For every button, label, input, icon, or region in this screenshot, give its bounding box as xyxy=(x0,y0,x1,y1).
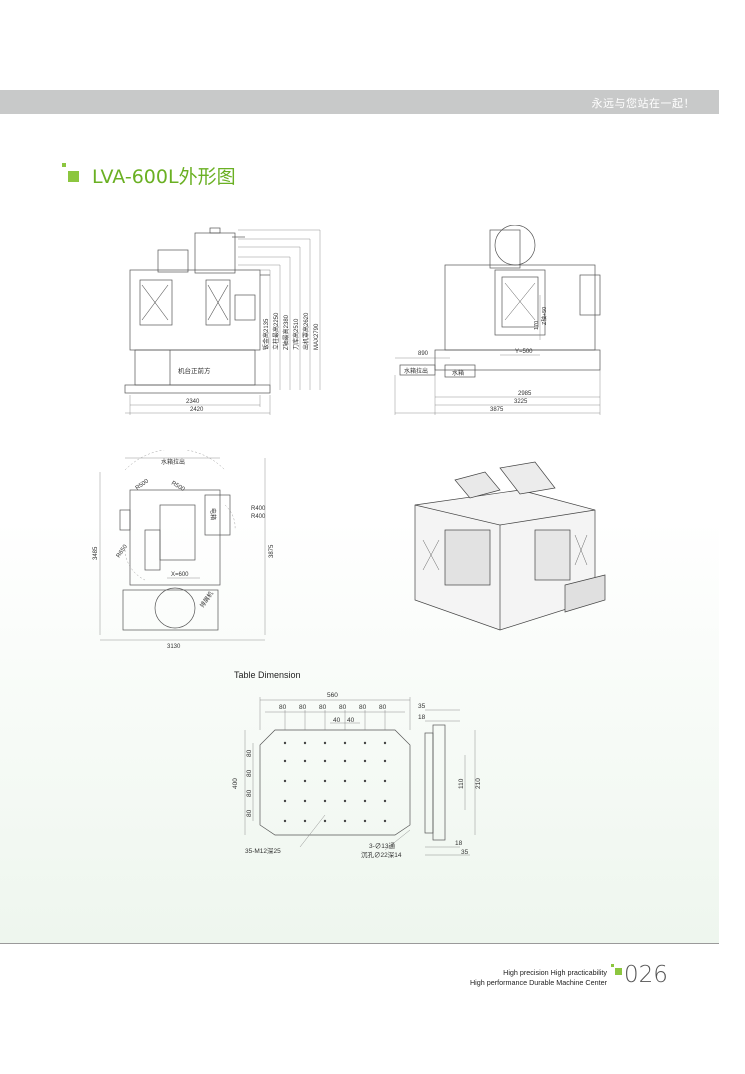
front-height-label-4: 刀库高2510 xyxy=(292,318,300,350)
side-y-label: Y=500 xyxy=(515,349,533,355)
table-spacing-3: 80 xyxy=(319,704,327,711)
table-spacing-6: 80 xyxy=(379,704,387,711)
table-v-spacing-2: 80 xyxy=(246,769,253,777)
top-view-drawing: 水箱拉出 R500 R500 R400 R400 R650 X=600 电箱 排… xyxy=(93,450,275,650)
side-dim-3875: 3875 xyxy=(490,407,504,413)
side-tank: 水箱 xyxy=(452,369,464,377)
top-tank-pull: 水箱拉出 xyxy=(161,458,185,466)
footer-line-2: High performance Durable Machine Center xyxy=(469,978,607,987)
table-side-18-top: 18 xyxy=(418,714,426,721)
front-label: 机台正前方 xyxy=(178,366,211,375)
top-r650: R650 xyxy=(116,543,130,559)
front-width-outer: 2420 xyxy=(190,407,204,413)
title-bullet-square-icon xyxy=(68,171,79,182)
table-side-35-bot: 35 xyxy=(461,849,469,856)
table-slot-label-2: 沉孔∅22深14 xyxy=(361,850,402,859)
front-height-label-3: Z轴最高2380 xyxy=(282,314,290,350)
table-side-210: 210 xyxy=(475,778,482,789)
page-title: LVA-600L外形图 xyxy=(92,166,236,188)
top-right-dim: 3875 xyxy=(269,544,275,558)
title-bullet-small-icon xyxy=(62,163,66,167)
top-bottom-dim: 3130 xyxy=(167,644,181,650)
top-r400b: R400 xyxy=(251,514,266,520)
table-v-spacing-1: 80 xyxy=(246,749,253,757)
side-dim-2985: 2985 xyxy=(518,391,532,397)
table-dimension-title: Table Dimension xyxy=(234,670,301,680)
footer-divider xyxy=(0,943,719,944)
table-height: 400 xyxy=(232,778,239,789)
table-small-40a: 40 xyxy=(333,717,341,724)
table-dimension-drawing: 560 80 80 80 80 80 80 40 40 400 80 80 80… xyxy=(232,692,482,859)
front-height-label-1: 钣金高2135 xyxy=(262,318,270,350)
side-dim-890: 890 xyxy=(418,351,429,357)
isometric-machine-drawing xyxy=(414,461,606,631)
table-small-40b: 40 xyxy=(347,717,355,724)
table-side-110: 110 xyxy=(458,778,465,789)
page-number: 026 xyxy=(624,962,668,988)
header-bar xyxy=(0,90,719,114)
table-total-width: 560 xyxy=(327,692,338,699)
side-dim-3225: 3225 xyxy=(514,399,528,405)
front-width-inner: 2340 xyxy=(186,399,200,405)
side-z-label-2: 170 xyxy=(534,321,540,330)
table-spacing-5: 80 xyxy=(359,704,367,711)
header-slogan: 永远与您站在一起！ xyxy=(591,97,695,110)
top-r500a: R500 xyxy=(135,478,151,492)
top-x-label: X=600 xyxy=(171,572,189,578)
side-z-label: Z轴+50 xyxy=(540,307,548,325)
footer-tagline: High precision High practicability High … xyxy=(470,968,607,988)
side-view-drawing: 890 Y=500 Z轴+50 170 水箱拉出 水箱 2985 3225 38… xyxy=(394,225,601,415)
table-side-18-bot: 18 xyxy=(455,840,463,847)
table-spacing-2: 80 xyxy=(299,704,307,711)
table-spacing-1: 80 xyxy=(279,704,287,711)
footer-bullet-square-icon xyxy=(615,968,622,975)
top-elec: 电箱 xyxy=(209,508,217,520)
top-r500b: R500 xyxy=(170,481,186,494)
top-chip: 排屑机 xyxy=(198,590,215,609)
front-height-label-5: 出机罩高2620 xyxy=(302,312,310,350)
table-slot-label-1: 3-∅13通 xyxy=(369,841,396,850)
table-side-35-top: 35 xyxy=(418,703,426,710)
footer-line-1: High precision High practicability xyxy=(503,968,607,977)
table-v-spacing-3: 80 xyxy=(246,789,253,797)
front-height-label-2: 立柱最高2250 xyxy=(272,312,280,350)
front-height-label-6: MAX2790 xyxy=(314,323,320,350)
right-margin xyxy=(719,0,745,1074)
top-left-dim: 3485 xyxy=(93,546,99,560)
table-spacing-4: 80 xyxy=(339,704,347,711)
front-view-drawing: 钣金高2135 立柱最高2250 Z轴最高2380 刀库高2510 出机罩高26… xyxy=(124,227,321,415)
table-holes-label: 35-M12深25 xyxy=(245,846,281,855)
table-v-spacing-4: 80 xyxy=(246,809,253,817)
footer-bullet-small-icon xyxy=(611,964,614,967)
top-r400a: R400 xyxy=(251,506,266,512)
side-tank-pull: 水箱拉出 xyxy=(404,367,428,375)
